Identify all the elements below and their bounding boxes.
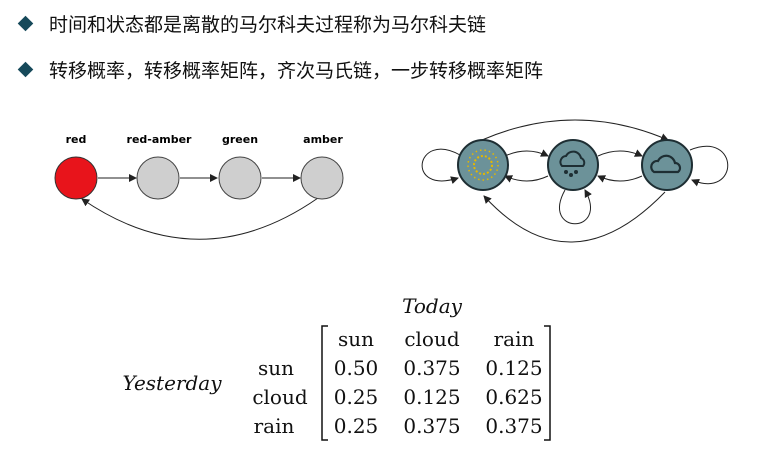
state-node-amber — [300, 156, 344, 200]
edge-amber-to-red — [81, 197, 319, 240]
bullet-text-1: 时间和状态都是离散的马尔科夫过程称为马尔科夫链 — [49, 14, 487, 36]
matrix-left-label: Yesterday — [122, 371, 222, 395]
state-label-red-amber: red-amber — [127, 133, 193, 146]
edge-rain-to-cloud — [597, 149, 643, 157]
sun-icon — [467, 149, 499, 181]
state-label-green: green — [222, 133, 258, 146]
edge-cloud-to-rain — [597, 175, 643, 183]
matrix-cell: 0.125 — [485, 356, 542, 380]
matrix-cell: 0.125 — [403, 385, 460, 409]
matrix-left-bracket — [321, 325, 328, 441]
matrix-cell: 0.25 — [334, 385, 379, 409]
column-header-sun: sun — [338, 327, 374, 351]
edge-cloud-to-sun — [483, 191, 666, 243]
matrix-right-bracket — [544, 325, 551, 441]
edge-sun-to-cloud — [481, 119, 669, 141]
matrix-cell: 0.375 — [403, 414, 460, 438]
weather-node-cloud — [641, 139, 693, 191]
row-label-cloud: cloud — [252, 385, 308, 409]
cloud-icon — [650, 154, 682, 174]
row-label-sun: sun — [258, 356, 294, 380]
row-label-rain: rain — [254, 414, 295, 438]
matrix-cell: 0.50 — [334, 356, 379, 380]
state-label-red: red — [66, 133, 87, 146]
bullet-text-2: 转移概率，转移概率矩阵，齐次马氏链，一步转移概率矩阵 — [49, 60, 544, 82]
state-label-amber: amber — [303, 133, 343, 146]
bullet-item-1: 时间和状态都是离散的马尔科夫过程称为马尔科夫链 — [17, 10, 487, 37]
self-loop-rain — [559, 189, 592, 225]
matrix-cell: 0.375 — [403, 356, 460, 380]
self-loop-cloud — [689, 145, 729, 187]
edge-sun-to-rain — [504, 149, 549, 157]
state-node-red — [54, 156, 98, 200]
self-loop-sun — [421, 148, 461, 184]
matrix-cell: 0.625 — [485, 385, 542, 409]
state-node-red-amber — [136, 156, 180, 200]
state-node-green — [218, 156, 262, 200]
edge-rain-to-sun — [504, 175, 549, 183]
column-header-cloud: cloud — [404, 327, 460, 351]
matrix-top-label: Today — [402, 294, 463, 318]
weather-node-rain — [547, 139, 599, 191]
column-header-rain: rain — [494, 327, 535, 351]
bullet-item-2: 转移概率，转移概率矩阵，齐次马氏链，一步转移概率矩阵 — [17, 56, 544, 83]
matrix-cell: 0.25 — [334, 414, 379, 438]
cloud-rain-icon — [559, 150, 586, 177]
matrix-cell: 0.375 — [485, 414, 542, 438]
weather-node-sun — [457, 139, 509, 191]
